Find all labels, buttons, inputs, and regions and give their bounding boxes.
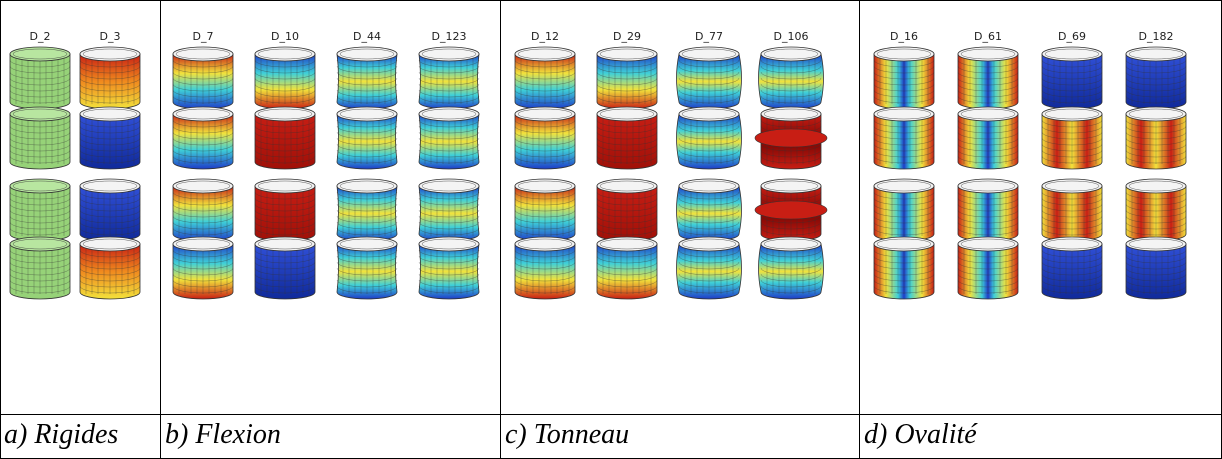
mode-label: D_16 — [890, 30, 918, 43]
cylinder-mode-shape — [873, 236, 935, 300]
cylinder-mode-shape — [676, 106, 742, 170]
cylinder-mode-shape — [754, 106, 828, 170]
cylinder-mode-shape — [336, 106, 398, 170]
cylinder-mode-shape — [9, 178, 71, 242]
mode-label: D_182 — [1139, 30, 1174, 43]
cylinder-mode-shape — [754, 178, 828, 242]
cylinder-mode-shape — [1125, 106, 1187, 170]
panel-drawing: D_7 D_10 D_44 D_123 — [172, 30, 480, 300]
cylinder-mode-shape — [758, 46, 824, 110]
cylinder-mode-shape — [596, 106, 658, 170]
caption-ovalite: d) Ovalité — [864, 419, 977, 450]
cylinder-mode-shape — [336, 46, 398, 110]
cylinder-mode-shape — [514, 106, 576, 170]
cylinder-mode-shape — [172, 236, 234, 300]
cylinder-mode-shape — [873, 106, 935, 170]
cylinder-mode-shape — [1125, 46, 1187, 110]
cylinder-mode-shape — [172, 46, 234, 110]
cylinder-mode-shape — [336, 178, 398, 242]
cylinder-mode-shape — [1041, 46, 1103, 110]
panel-ovalite: D_16 D_61 D_69 D_182 — [860, 0, 1222, 414]
caption-cell-flexion: b) Flexion — [161, 414, 501, 459]
mode-label: D_3 — [100, 30, 121, 43]
mode-label: D_12 — [531, 30, 559, 43]
cylinder-mode-shape — [254, 236, 316, 300]
caption-flexion: b) Flexion — [165, 419, 281, 450]
cylinder-mode-shape — [9, 106, 71, 170]
cylinder-mode-shape — [418, 106, 480, 170]
cylinder-mode-shape — [1125, 236, 1187, 300]
cylinder-mode-shape — [9, 236, 71, 300]
panel-drawing: D_16 D_61 D_69 D_182 — [873, 30, 1187, 300]
cylinder-mode-shape — [676, 178, 742, 242]
cylinder-mode-shape — [957, 106, 1019, 170]
caption-tonneau: c) Tonneau — [505, 419, 630, 450]
mode-label: D_69 — [1058, 30, 1086, 43]
cylinder-mode-shape — [172, 106, 234, 170]
mode-label: D_77 — [695, 30, 723, 43]
cylinder-mode-shape — [1041, 106, 1103, 170]
mode-label: D_44 — [353, 30, 381, 43]
mode-label: D_2 — [30, 30, 51, 43]
cylinder-mode-shape — [418, 236, 480, 300]
cylinder-mode-shape — [336, 236, 398, 300]
panel-tonneau: D_12 D_29 D_77 D_106 — [501, 0, 860, 414]
caption-rigides: a) Rigides — [4, 419, 119, 450]
cylinder-mode-shape — [9, 46, 71, 110]
cylinder-mode-shape — [676, 236, 742, 300]
panel-drawing: D_12 D_29 D_77 D_106 — [514, 30, 828, 300]
mode-label: D_61 — [974, 30, 1002, 43]
cylinder-mode-shape — [758, 236, 824, 300]
cylinder-mode-shape — [79, 46, 141, 110]
cylinder-mode-shape — [1125, 178, 1187, 242]
cylinder-mode-shape — [596, 236, 658, 300]
cylinder-mode-shape — [873, 178, 935, 242]
cylinder-mode-shape — [957, 178, 1019, 242]
cylinder-mode-shape — [514, 178, 576, 242]
mode-label: D_106 — [774, 30, 809, 43]
cylinder-mode-shape — [873, 46, 935, 110]
cylinder-mode-shape — [172, 178, 234, 242]
cylinder-mode-shape — [596, 178, 658, 242]
cylinder-mode-shape — [79, 106, 141, 170]
cylinder-mode-shape — [254, 46, 316, 110]
panel-flexion: D_7 D_10 D_44 D_123 — [161, 0, 501, 414]
mode-label: D_10 — [271, 30, 299, 43]
cylinder-mode-shape — [79, 178, 141, 242]
cylinder-mode-shape — [418, 46, 480, 110]
cylinder-mode-shape — [514, 46, 576, 110]
cylinder-mode-shape — [254, 106, 316, 170]
cylinder-mode-shape — [676, 46, 742, 110]
cylinder-mode-shape — [1041, 178, 1103, 242]
cylinder-mode-shape — [957, 46, 1019, 110]
cylinder-mode-shape — [79, 236, 141, 300]
panel-rigides: D_2 D_3 — [0, 0, 161, 414]
caption-cell-rigides: a) Rigides — [0, 414, 161, 459]
caption-cell-ovalite: d) Ovalité — [860, 414, 1222, 459]
mode-label: D_7 — [193, 30, 214, 43]
cylinder-mode-shape — [1041, 236, 1103, 300]
cylinder-mode-shape — [514, 236, 576, 300]
mode-label: D_123 — [432, 30, 467, 43]
cylinder-mode-shape — [418, 178, 480, 242]
cylinder-mode-shape — [596, 46, 658, 110]
cylinder-mode-shape — [957, 236, 1019, 300]
cylinder-mode-shape — [254, 178, 316, 242]
panel-drawing: D_2 D_3 — [9, 30, 141, 300]
mode-label: D_29 — [613, 30, 641, 43]
caption-cell-tonneau: c) Tonneau — [501, 414, 860, 459]
